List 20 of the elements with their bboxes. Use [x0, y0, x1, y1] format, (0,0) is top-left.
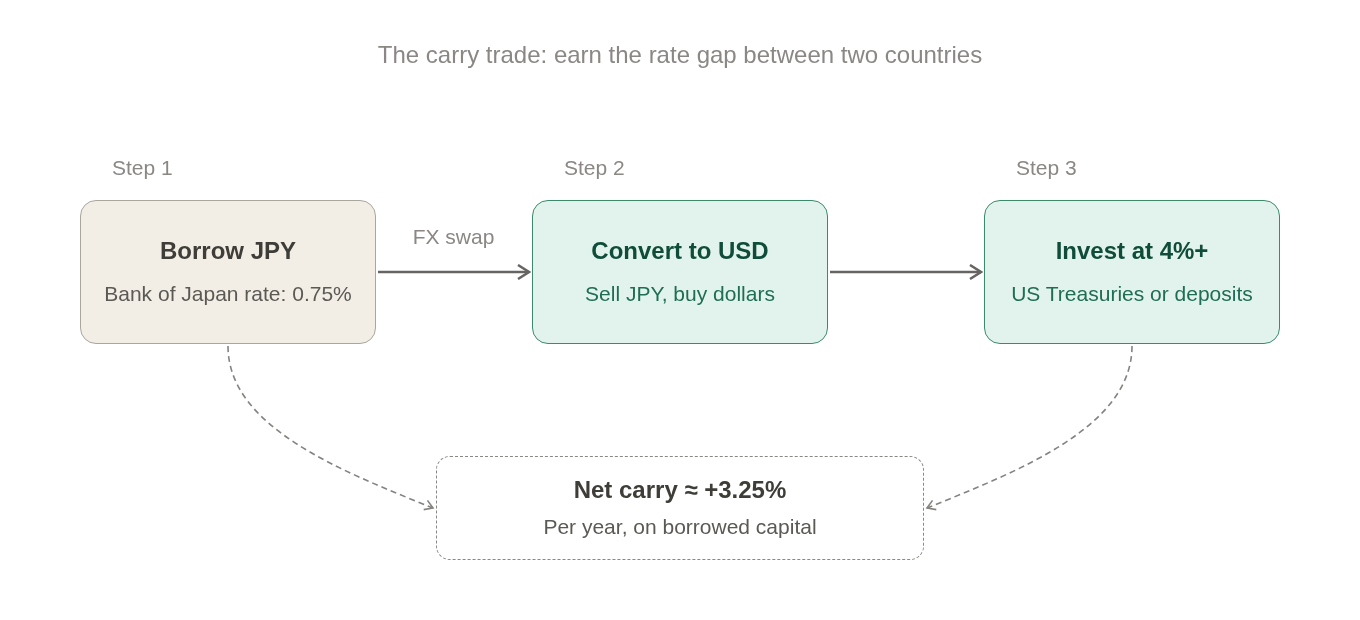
- step-label: Step 1: [112, 155, 173, 181]
- box-subtitle: Per year, on borrowed capital: [543, 514, 817, 540]
- diagram-title: The carry trade: earn the rate gap between two countries: [376, 40, 984, 70]
- box-subtitle: Sell JPY, buy dollars: [585, 281, 775, 307]
- step-label: Step 2: [564, 155, 625, 181]
- step-label: Step 3: [1016, 155, 1077, 181]
- box-subtitle: US Treasuries or deposits: [1011, 281, 1253, 307]
- box-subtitle: Bank of Japan rate: 0.75%: [104, 281, 352, 307]
- box-title: Borrow JPY: [160, 237, 296, 265]
- box-title: Convert to USD: [591, 237, 769, 265]
- box-title: Net carry ≈ +3.25%: [573, 476, 787, 504]
- dashed-arrow: [227, 345, 434, 511]
- box-title: Invest at 4%+: [1055, 237, 1209, 265]
- result-box: [436, 456, 924, 560]
- arrow: [378, 263, 531, 281]
- process-box: [984, 200, 1280, 344]
- dashed-arrow: [926, 345, 1133, 511]
- process-box: [532, 200, 828, 344]
- process-box: [80, 200, 376, 344]
- arrow: [830, 263, 983, 281]
